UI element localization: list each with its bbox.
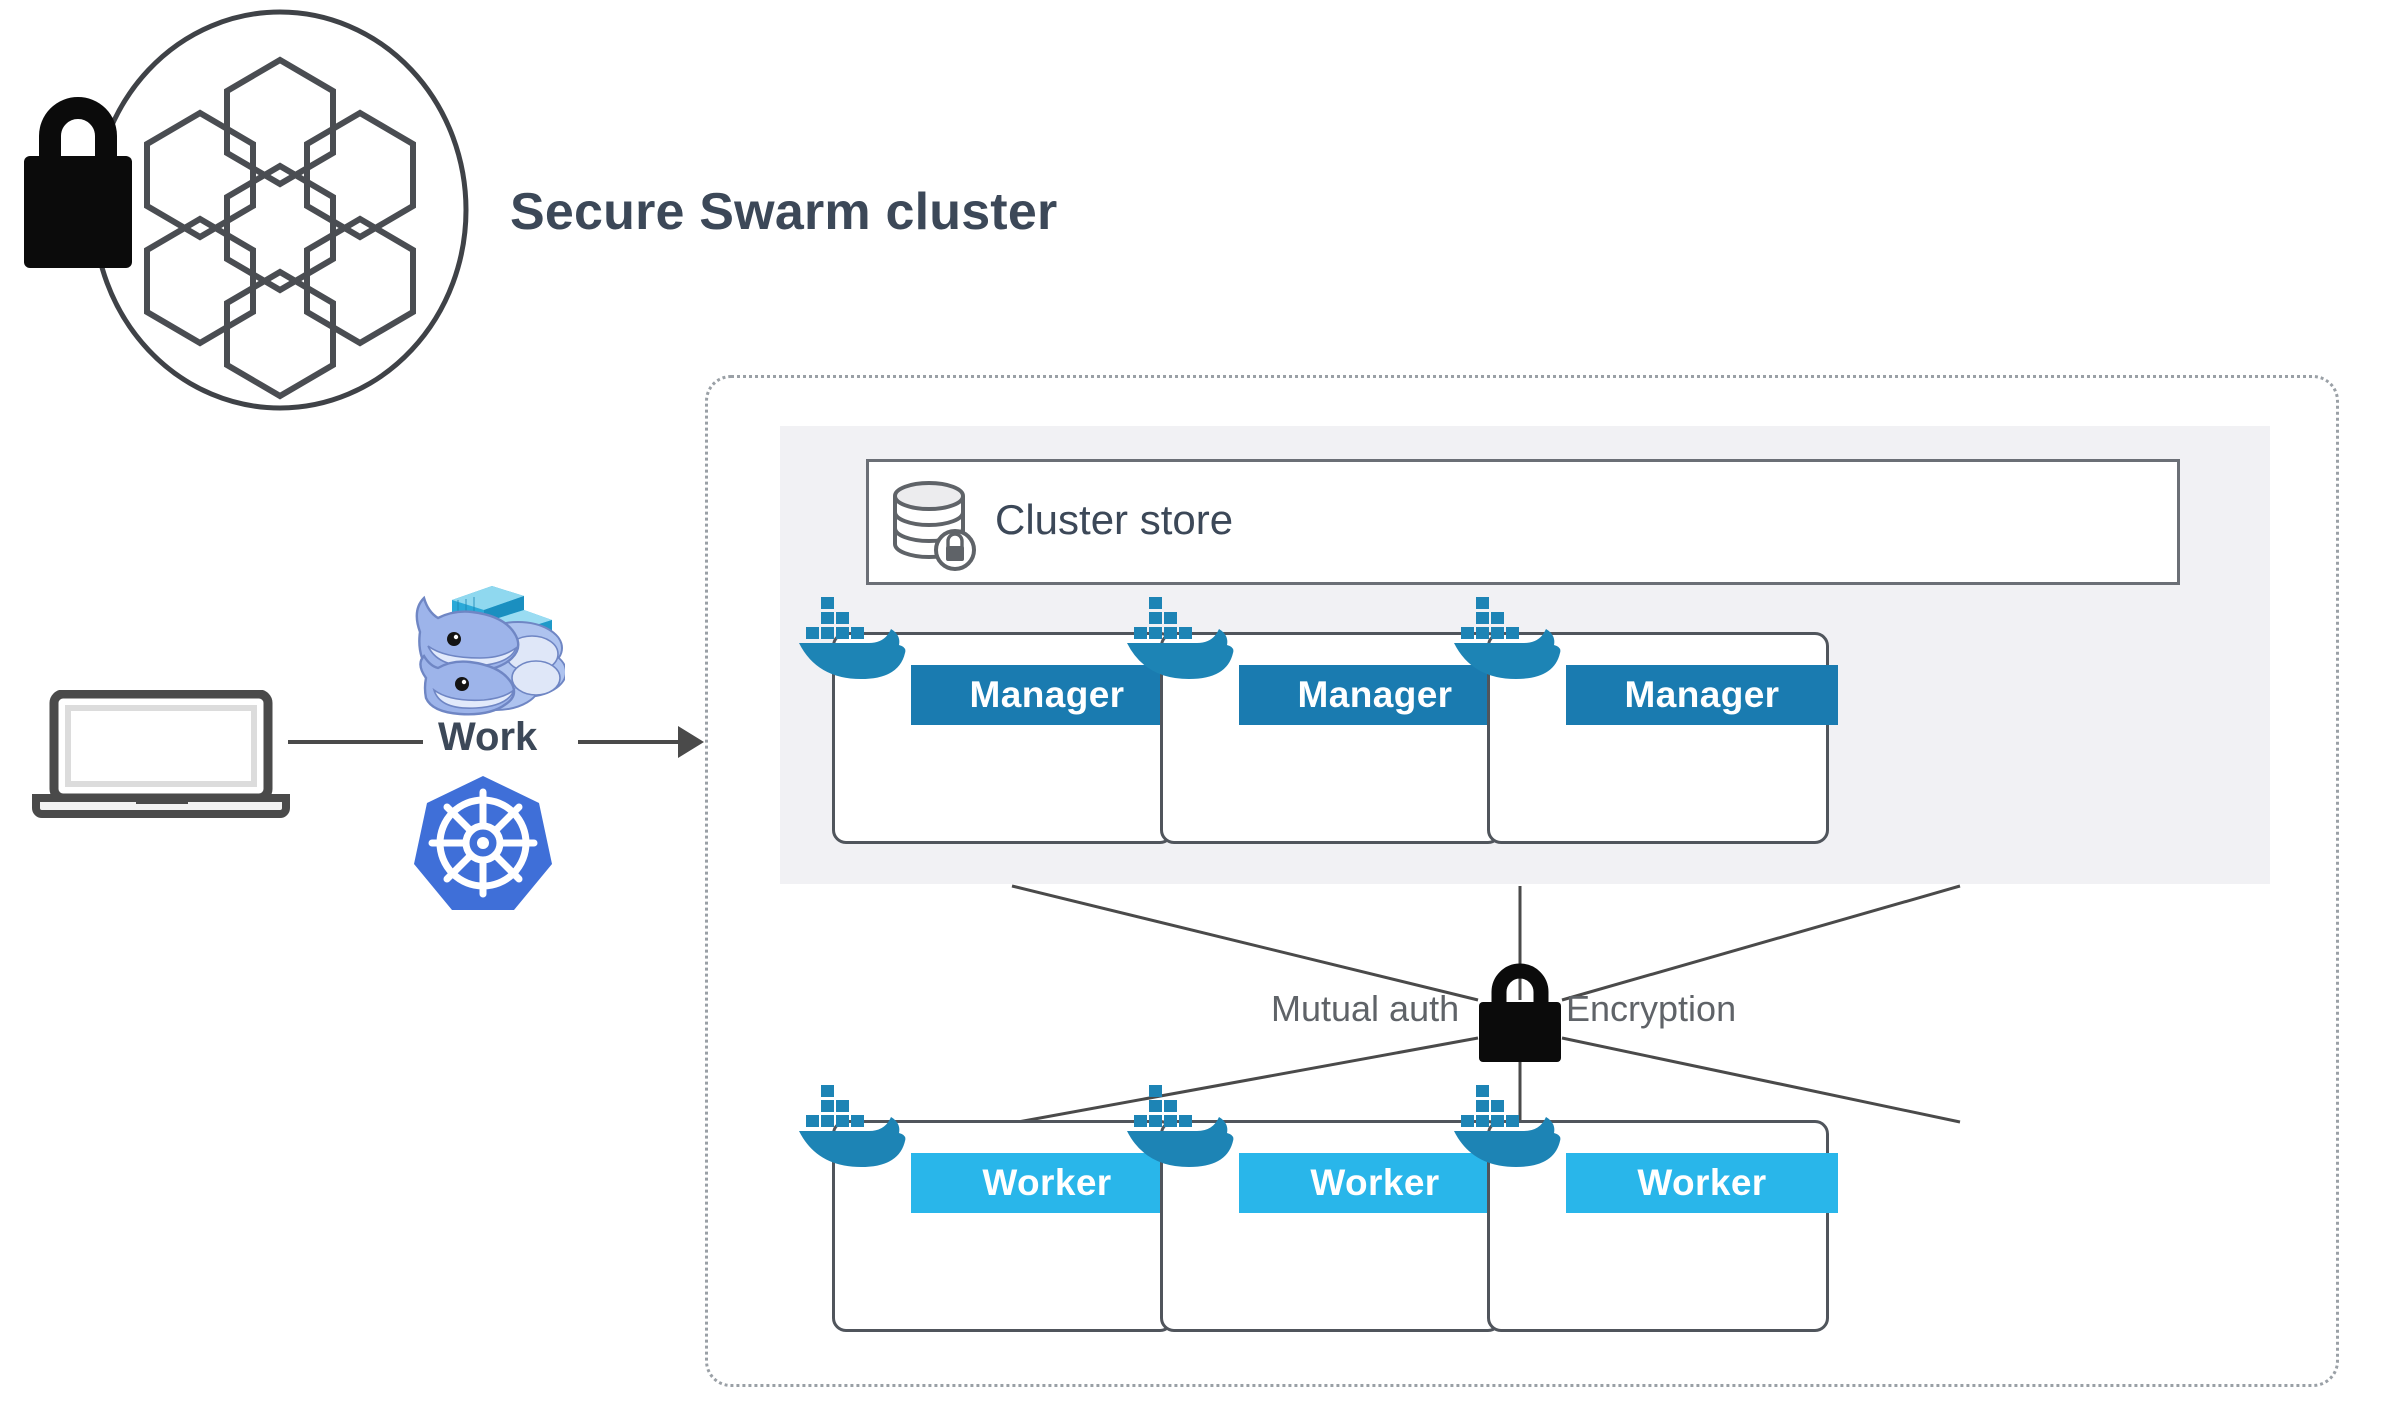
cluster-store-box[interactable]: Cluster store	[866, 459, 2180, 585]
worker-node-label: Worker	[1566, 1153, 1838, 1213]
docker-whale-icon	[1454, 1085, 1561, 1167]
page-title: Secure Swarm cluster	[510, 183, 1058, 241]
manager-node-label: Manager	[1239, 665, 1511, 725]
padlock-icon	[24, 97, 132, 268]
worker-node[interactable]: Worker	[799, 1085, 1183, 1332]
padlock-icon	[1479, 963, 1561, 1062]
docker-whale-icon	[799, 597, 906, 679]
encryption-label: Encryption	[1566, 988, 1737, 1029]
docker-whale-icon	[1454, 597, 1561, 679]
docker-whale-icon	[799, 1085, 906, 1167]
worker-node-label: Worker	[911, 1153, 1183, 1213]
worker-node[interactable]: Worker	[1454, 1085, 1838, 1332]
manager-node[interactable]: Manager	[1454, 597, 1838, 844]
cluster-store-label: Cluster store	[995, 496, 1234, 543]
manager-node-label: Manager	[1566, 665, 1838, 725]
swarm-hexagons-icon	[91, 9, 469, 411]
flow-line-left	[288, 740, 423, 744]
flow-label-work: Work	[438, 715, 538, 759]
mutual-auth-label: Mutual auth	[1271, 988, 1460, 1029]
manager-node-label: Manager	[911, 665, 1183, 725]
docker-whales-icon	[415, 586, 565, 716]
worker-node-label: Worker	[1239, 1153, 1511, 1213]
kubernetes-helm-icon	[414, 776, 552, 910]
laptop-icon	[32, 690, 290, 818]
flow-line-right	[578, 740, 683, 744]
worker-node[interactable]: Worker	[1127, 1085, 1511, 1332]
arrow-right-icon	[678, 726, 704, 758]
manager-node[interactable]: Manager	[799, 597, 1183, 844]
docker-whale-icon	[1127, 597, 1234, 679]
database-lock-icon	[893, 481, 976, 571]
manager-node[interactable]: Manager	[1127, 597, 1511, 844]
docker-whale-icon	[1127, 1085, 1234, 1167]
